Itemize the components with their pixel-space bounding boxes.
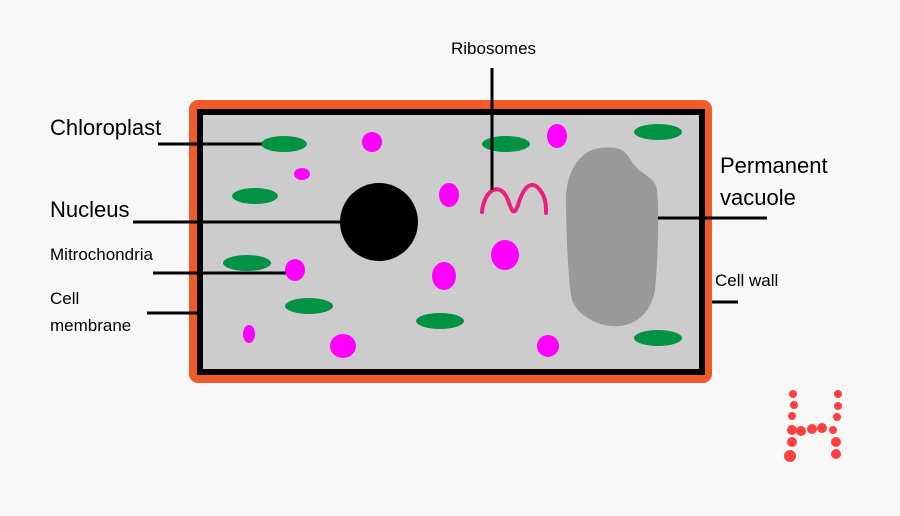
- mitochondrion: [439, 183, 459, 207]
- mitochondrion: [537, 335, 559, 357]
- chloroplasts: [223, 124, 682, 346]
- chloroplast: [223, 255, 271, 271]
- nucleus: [340, 183, 418, 261]
- vacuole-label-line2: vacuole: [720, 185, 796, 210]
- vacuole-label-line1: Permanent: [720, 153, 828, 178]
- cell-membrane-label-line2: membrane: [50, 316, 132, 335]
- nucleus-label: Nucleus: [50, 197, 130, 222]
- chloroplast: [482, 136, 530, 152]
- logo-h-icon: [784, 390, 842, 462]
- mitochondrion: [491, 240, 519, 270]
- mitochondrion: [294, 168, 310, 180]
- mitochondrion: [243, 325, 255, 343]
- mitochondrion: [285, 259, 305, 281]
- ribosomes: [480, 183, 548, 215]
- cell-membrane-label-line1: Cell: [50, 289, 80, 308]
- chloroplast: [634, 124, 682, 140]
- cell-wall-label: Cell wall: [715, 271, 779, 290]
- mitochondrion: [362, 132, 382, 152]
- mitochondrion: [330, 334, 356, 358]
- label-lines: [133, 68, 767, 315]
- mitochondria: [243, 124, 567, 358]
- ribosomes-label: Ribosomes: [451, 39, 537, 58]
- chloroplast: [285, 298, 333, 314]
- mitochondrion: [432, 262, 456, 290]
- permanent-vacuole: [566, 147, 659, 327]
- chloroplast: [416, 313, 464, 329]
- chloroplast: [261, 136, 307, 152]
- chloroplast: [634, 330, 682, 346]
- chloroplast-label: Chloroplast: [50, 115, 162, 140]
- chloroplast: [232, 188, 278, 204]
- mitochondria-label: Mitrochondria: [50, 245, 153, 264]
- mitochondrion: [547, 124, 567, 148]
